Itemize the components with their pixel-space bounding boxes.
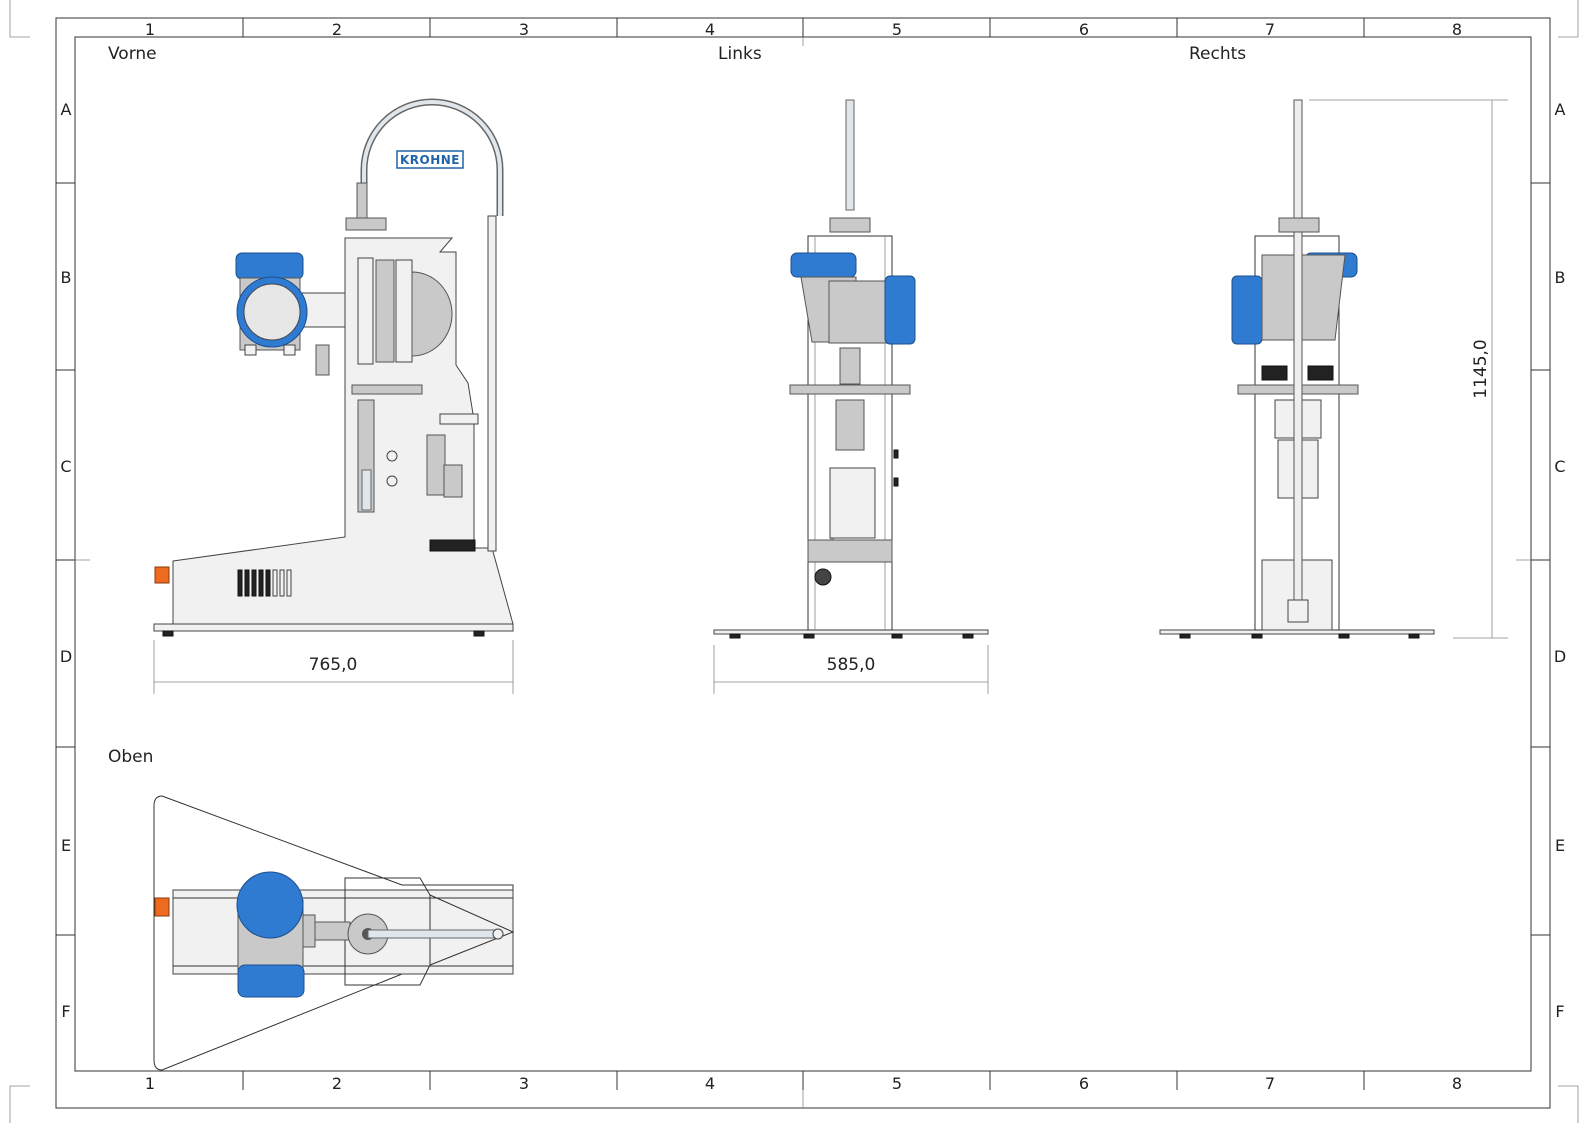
row-label: F: [61, 1002, 70, 1021]
dimension-height: 1145,0: [1309, 99, 1508, 639]
dimension-label: 1145,0: [1471, 339, 1491, 398]
view-title-top: Oben: [108, 747, 153, 767]
col-label: 7: [1265, 20, 1275, 39]
row-label: D: [60, 647, 72, 666]
dimension-label: 585,0: [827, 655, 876, 675]
vent-slots: [237, 569, 292, 597]
top-view: [153, 795, 515, 1071]
row-label: C: [60, 457, 71, 476]
row-label: E: [61, 836, 71, 855]
col-label: 3: [519, 1074, 529, 1093]
row-label: B: [1555, 268, 1566, 287]
row-label: C: [1554, 457, 1565, 476]
krohne-logo: KROHNE: [400, 153, 460, 167]
col-label: 1: [145, 20, 155, 39]
col-label: 8: [1452, 20, 1462, 39]
column-labels-bottom: 1 2 3 4 5 6 7 8: [145, 1074, 1462, 1093]
col-label: 1: [145, 1074, 155, 1093]
dimension-label: 765,0: [309, 655, 358, 675]
column-labels-top: 1 2 3 4 5 6 7 8: [145, 20, 1462, 39]
dimension-left-width: 585,0: [713, 645, 989, 694]
row-label: D: [1554, 647, 1566, 666]
col-label: 5: [892, 1074, 902, 1093]
row-labels-left: A B C D E F: [60, 100, 72, 1021]
row-label: B: [61, 268, 72, 287]
col-label: 4: [705, 1074, 715, 1093]
row-label: A: [61, 100, 72, 119]
view-title-left: Links: [718, 44, 762, 64]
row-labels-right: A B C D E F: [1554, 100, 1566, 1021]
col-label: 6: [1079, 1074, 1089, 1093]
view-title-right: Rechts: [1189, 44, 1246, 64]
row-label: A: [1555, 100, 1566, 119]
indicator-light: [154, 897, 170, 917]
indicator-light: [154, 566, 170, 584]
right-view: [1159, 99, 1435, 639]
col-label: 2: [332, 20, 342, 39]
front-view: KROHNE: [153, 98, 514, 637]
col-label: 7: [1265, 1074, 1275, 1093]
col-label: 5: [892, 20, 902, 39]
left-view: [713, 99, 989, 639]
col-label: 2: [332, 1074, 342, 1093]
col-label: 8: [1452, 1074, 1462, 1093]
col-label: 3: [519, 20, 529, 39]
view-title-front: Vorne: [108, 44, 157, 64]
col-label: 4: [705, 20, 715, 39]
col-label: 6: [1079, 20, 1089, 39]
row-label: E: [1555, 836, 1565, 855]
row-label: F: [1555, 1002, 1564, 1021]
dimension-front-width: 765,0: [153, 640, 514, 694]
zone-dividers: [56, 18, 1550, 1090]
